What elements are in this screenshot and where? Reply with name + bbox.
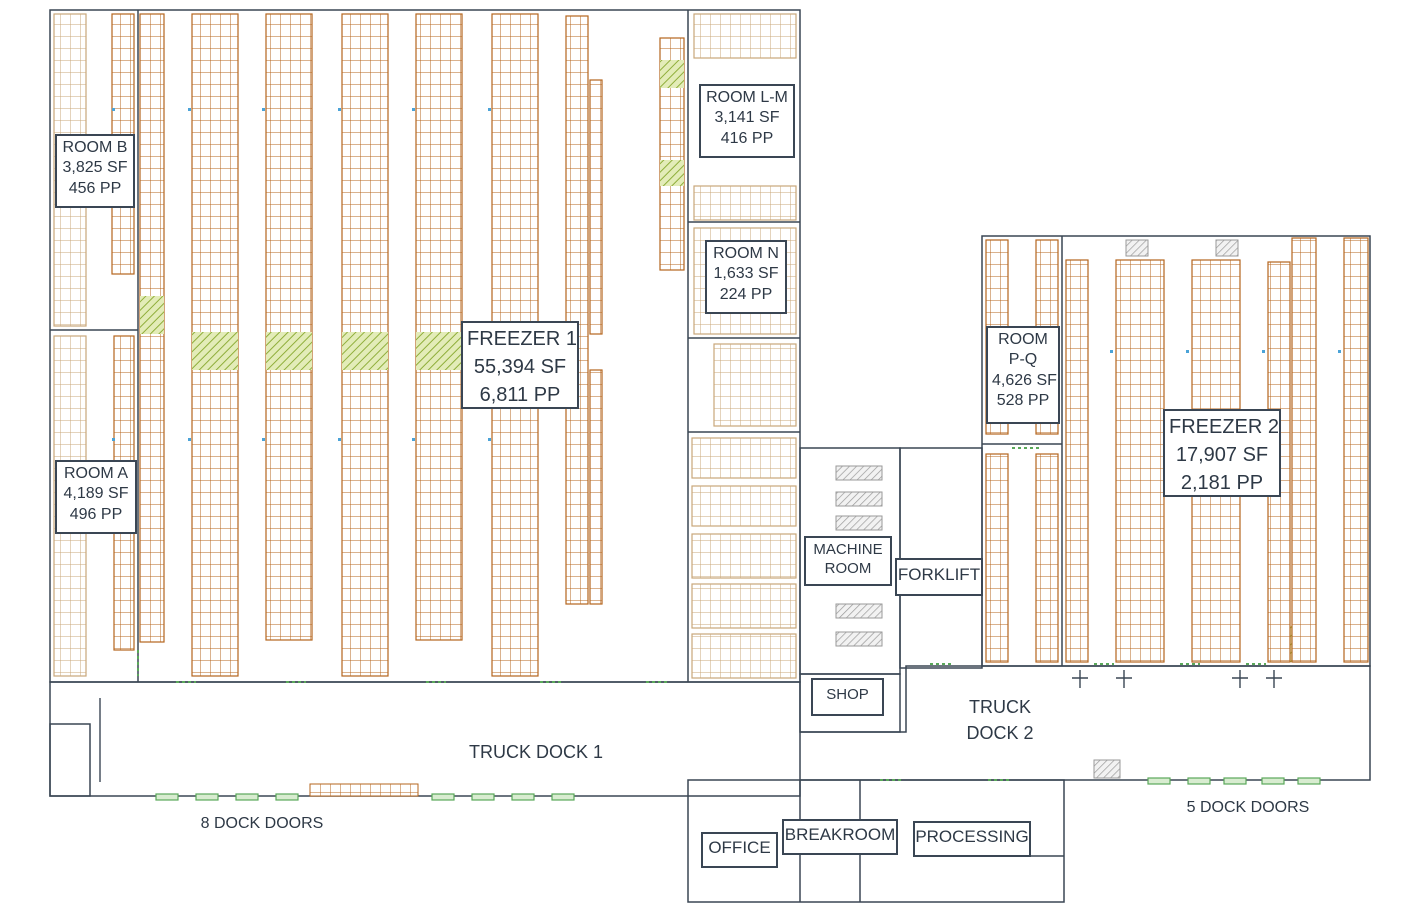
dock-doors-2-label: 5 DOCK DOORS xyxy=(1156,796,1340,820)
room-b-area: 3,825 SF xyxy=(62,159,128,177)
hatch-marker xyxy=(1125,239,1149,257)
room-n-area: 1,633 SF xyxy=(713,265,779,283)
room-b-label: ROOM B 3,825 SF 456 PP xyxy=(55,134,135,208)
room-lm-area: 3,141 SF xyxy=(714,109,780,127)
forklift-text: FORKLIFT xyxy=(897,565,981,584)
dock-doors-2 xyxy=(1147,777,1321,785)
freezer-2-label: FREEZER 2 17,907 SF 2,181 PP xyxy=(1163,409,1281,497)
dock-doors-2-text: 5 DOCK DOORS xyxy=(1186,799,1310,816)
building-walls xyxy=(49,9,1371,903)
room-pq-pallets: 528 PP xyxy=(996,392,1050,410)
columns xyxy=(112,108,1341,441)
office-label: OFFICE xyxy=(701,832,778,868)
freezer-1-pallets: 6,811 PP xyxy=(479,384,561,406)
machine-room-line2: ROOM xyxy=(824,560,872,578)
truck-dock-2-line1: TRUCK xyxy=(969,697,1031,717)
room-pq-area: 4,626 SF xyxy=(992,371,1057,389)
office-block-wall xyxy=(687,779,1065,903)
truck-dock-1-wall xyxy=(49,681,801,797)
room-lm-label: ROOM L-M 3,141 SF 416 PP xyxy=(699,84,795,158)
machine-room-equipment xyxy=(835,465,1121,779)
dock-levelers xyxy=(99,670,1282,782)
processing-label: PROCESSING xyxy=(913,821,1031,857)
room-lm-pallets: 416 PP xyxy=(720,129,774,147)
forklift-label: FORKLIFT xyxy=(895,558,983,596)
machine-room-line1: MACHINE xyxy=(813,541,883,558)
freezer-2-pallets: 2,181 PP xyxy=(1180,472,1264,494)
room-n-pallets: 224 PP xyxy=(719,285,773,303)
machine-room-label: MACHINE ROOM xyxy=(804,536,892,586)
interior-doors xyxy=(137,447,1266,781)
dock-conveyor xyxy=(309,783,419,797)
processing-text: PROCESSING xyxy=(915,827,1029,846)
room-a-pallets: 496 PP xyxy=(69,505,123,523)
room-pq-label: ROOM P-Q 4,626 SF 528 PP xyxy=(986,326,1060,424)
truck-dock-2-line2: DOCK 2 xyxy=(966,723,1034,744)
office-text: OFFICE xyxy=(708,838,771,857)
truck-dock-1-text: TRUCK DOCK 1 xyxy=(468,742,603,762)
room-a-name: ROOM A xyxy=(63,465,128,482)
room-pq-name-1: ROOM xyxy=(998,331,1048,348)
room-n-label: ROOM N 1,633 SF 224 PP xyxy=(705,240,787,314)
room-b-pallets: 456 PP xyxy=(68,179,122,197)
freezer-2-wall xyxy=(981,235,1371,667)
freezer-1-name: FREEZER 1 xyxy=(467,328,578,350)
hatch-marker xyxy=(1215,239,1239,257)
room-pq-name-2: P-Q xyxy=(1008,351,1038,369)
breakroom-text: BREAKROOM xyxy=(784,825,896,844)
truck-dock-1-label: TRUCK DOCK 1 xyxy=(436,739,636,766)
freezer-1-label: FREEZER 1 55,394 SF 6,811 PP xyxy=(461,321,579,409)
room-a-area: 4,189 SF xyxy=(63,485,129,503)
freezer-1-area: 55,394 SF xyxy=(473,356,567,378)
freezer-2-area: 17,907 SF xyxy=(1175,444,1269,466)
shop-text: SHOP xyxy=(826,686,869,703)
room-b-name: ROOM B xyxy=(62,139,128,156)
room-a-label: ROOM A 4,189 SF 496 PP xyxy=(55,460,137,534)
room-n-name: ROOM N xyxy=(713,245,779,262)
truck-dock-2-label: TRUCK DOCK 2 xyxy=(950,694,1050,746)
dock-doors-1-text: 8 DOCK DOORS xyxy=(200,815,324,832)
dock-doors-1-label: 8 DOCK DOORS xyxy=(170,812,354,836)
dock-doors-1 xyxy=(155,793,575,801)
freezer-2-name: FREEZER 2 xyxy=(1169,416,1280,438)
room-lm-name: ROOM L-M xyxy=(706,89,788,106)
shop-label: SHOP xyxy=(811,678,884,716)
breakroom-label: BREAKROOM xyxy=(782,819,898,855)
